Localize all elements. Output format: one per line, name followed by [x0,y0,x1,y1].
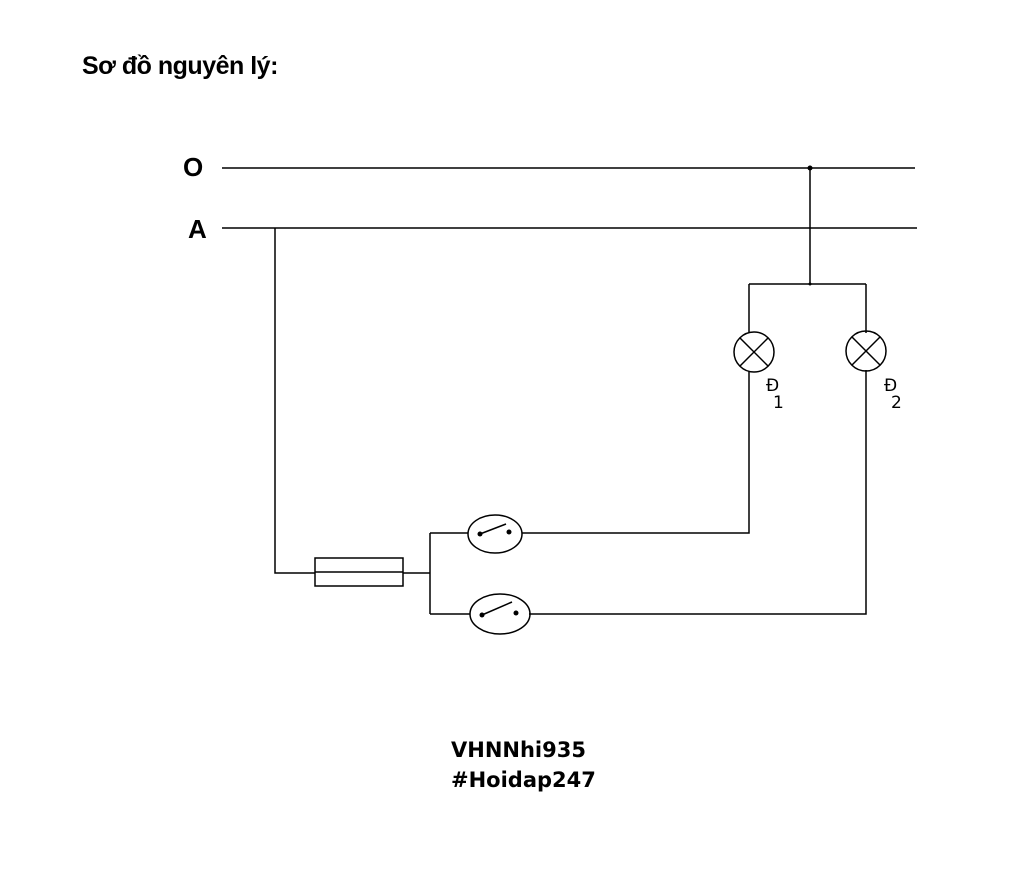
switch-1-icon [467,514,523,554]
lamp-2-letter: Đ [884,376,898,396]
lamp-2-return-wire [529,370,867,615]
phase-line-label: A [188,214,207,244]
lamp-2-number: 2 [891,393,902,413]
lamp-1-letter: Đ [766,376,780,396]
lamp-1-number: 1 [773,393,784,413]
neutral-line-label: O [183,152,204,182]
switch-2-icon [469,593,531,635]
lamp-2-label: Đ 2 [884,378,902,412]
lamp-1-return-wire [522,371,750,534]
phase-drop-wire [274,228,315,574]
credit-tag: #Hoidap247 [451,768,596,792]
diagram-title: Sơ đồ nguyên lý: [82,52,278,80]
lamp-2-icon [845,330,887,372]
credit-author: VHNNhi935 [451,738,586,762]
lamp-1-label: Đ 1 [766,378,784,412]
lamp-bus-junction-dot [808,282,812,286]
lamp-1-icon [733,331,775,373]
